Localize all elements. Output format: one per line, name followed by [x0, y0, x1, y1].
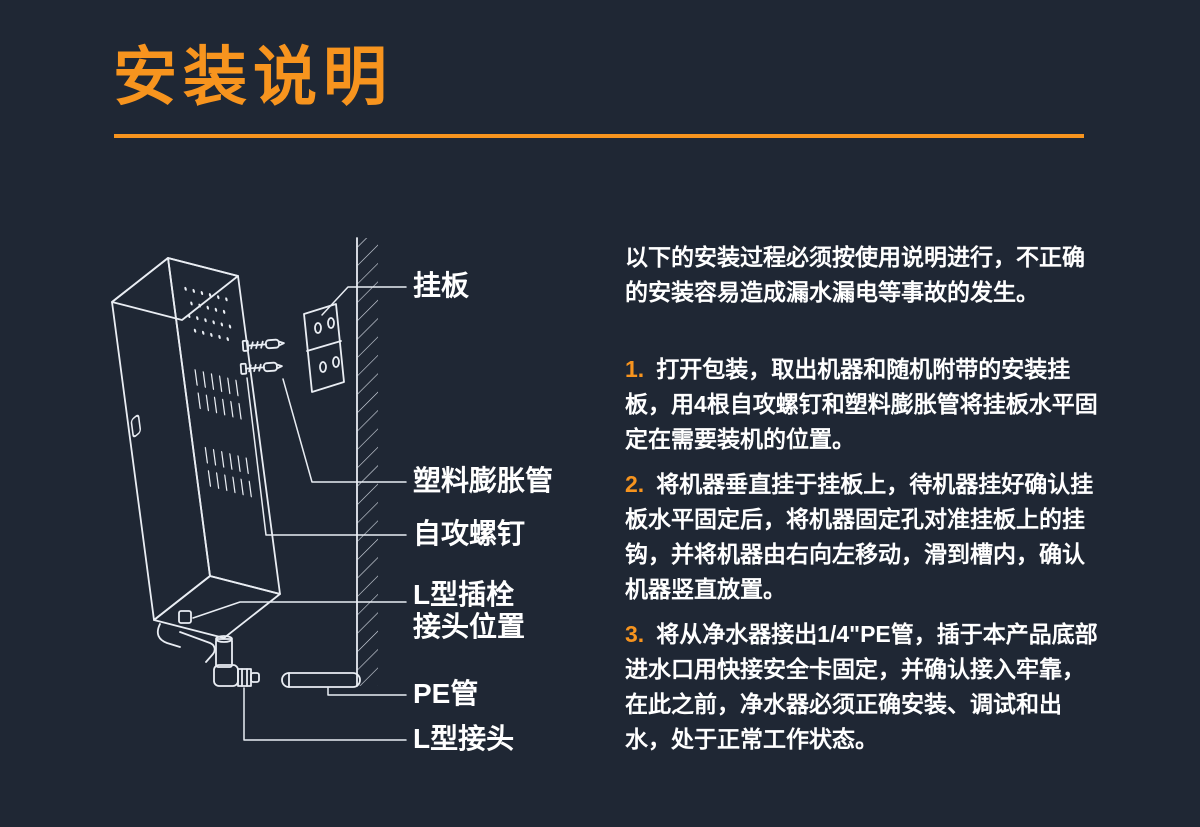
step-text: 将从净水器接出1/4"PE管，插于本产品底部进水口用快接安全卡固定，并确认接入牢…: [625, 621, 1098, 752]
inlet-port: [178, 610, 192, 624]
vent-pattern: [184, 286, 252, 498]
l-connector: [213, 635, 260, 687]
label-l-plug-line1: L型插栓: [413, 579, 515, 610]
leader-lines: [192, 286, 407, 741]
label-pe-tube: PE管: [413, 678, 479, 709]
page-title: 安装说明: [113, 41, 393, 113]
label-l-plug-line2: 接头位置: [413, 611, 526, 642]
installation-diagram: [111, 237, 407, 741]
power-switch: [130, 414, 142, 438]
pe-tube: [281, 672, 361, 688]
label-mounting-plate: 挂板: [413, 270, 470, 301]
machine-body: [111, 257, 281, 663]
label-self-tapping-screw: 自攻螺钉: [413, 518, 526, 549]
step-text: 打开包装，取出机器和随机附带的安装挂板，用4根自攻螺钉和塑料膨胀管将挂板水平固定…: [625, 356, 1098, 452]
label-expansion-tube: 塑料膨胀管: [413, 465, 554, 496]
mounting-plate: [303, 303, 345, 393]
instructions-panel: 以下的安装过程必须按使用说明进行，不正确的安装容易造成漏水漏电等事故的发生。 1…: [625, 240, 1105, 767]
self-tapping-screws: [239, 338, 285, 375]
title-underline: [114, 134, 1084, 138]
label-l-connector: L型接头: [413, 723, 515, 754]
step-number: 3.: [625, 621, 645, 647]
step-number: 2.: [625, 471, 645, 497]
step-number: 1.: [625, 356, 645, 382]
wall-section: [356, 237, 378, 687]
step-item: 3.将从净水器接出1/4"PE管，插于本产品底部进水口用快接安全卡固定，并确认接…: [625, 617, 1105, 757]
step-text: 将机器垂直挂于挂板上，待机器挂好确认挂板水平固定后，将机器固定孔对准挂板上的挂钩…: [625, 471, 1094, 602]
intro-text: 以下的安装过程必须按使用说明进行，不正确的安装容易造成漏水漏电等事故的发生。: [625, 244, 1085, 305]
step-item: 1.打开包装，取出机器和随机附带的安装挂板，用4根自攻螺钉和塑料膨胀管将挂板水平…: [625, 352, 1105, 457]
step-item: 2.将机器垂直挂于挂板上，待机器挂好确认挂板水平固定后，将机器固定孔对准挂板上的…: [625, 467, 1105, 607]
